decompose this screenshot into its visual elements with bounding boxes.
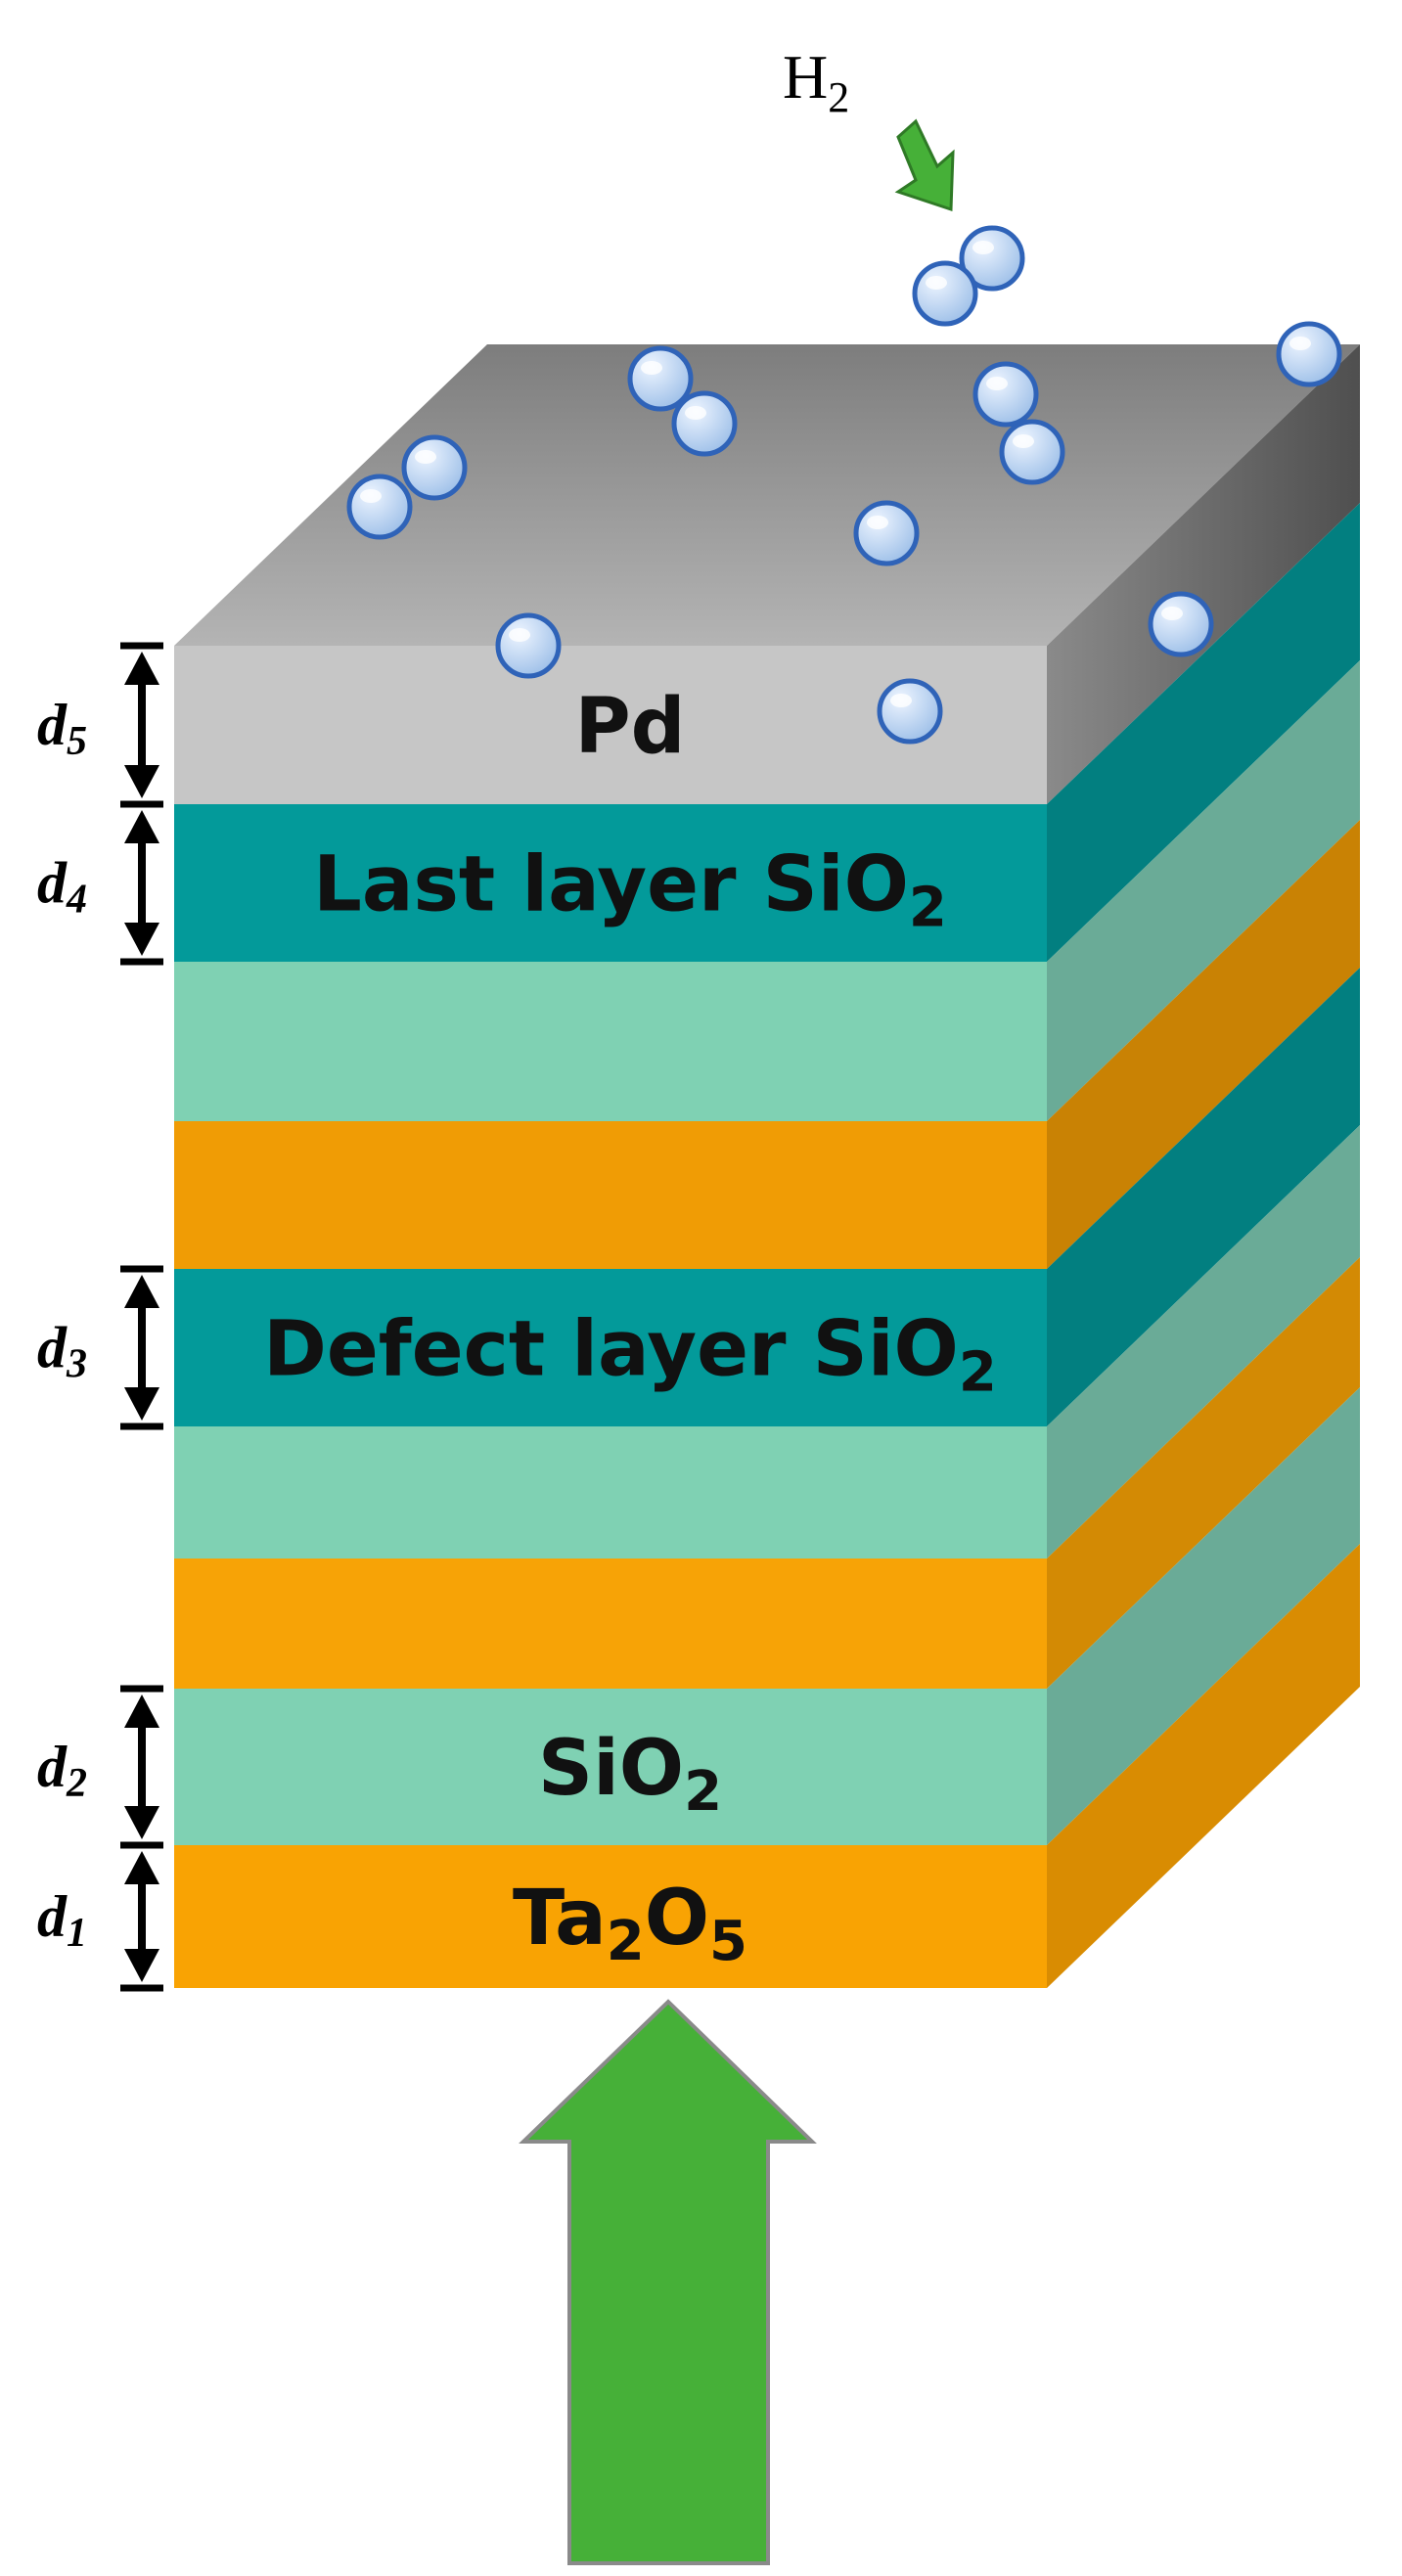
bubble-highlight — [926, 276, 947, 290]
layer-side-face — [1047, 344, 1360, 804]
layer-sio2-a — [174, 660, 1360, 1121]
arrowhead-up-icon — [124, 1695, 159, 1728]
bubble-highlight — [1013, 434, 1034, 448]
hydrogen-atom-icon — [1148, 591, 1214, 657]
hydrogen-atom-icon — [495, 612, 562, 679]
dimension-d2: d2 — [37, 1685, 163, 1849]
bubble-highlight — [685, 406, 706, 420]
dimension-label: d1 — [37, 1884, 87, 1956]
layer-side-face — [1047, 503, 1360, 962]
layer-front-face — [174, 804, 1047, 962]
layer-label: SiO2 — [538, 1725, 722, 1824]
hydrogen-atom-icon — [627, 345, 694, 412]
arrowhead-up-icon — [124, 1851, 159, 1884]
arrowhead-down-icon — [124, 923, 159, 956]
dimension-label: d4 — [37, 851, 87, 923]
layer-front-face — [174, 1121, 1047, 1269]
layer-front-face — [174, 962, 1047, 1121]
layer-label: Ta2O5 — [513, 1875, 747, 1973]
up-arrow-icon — [519, 1999, 817, 2565]
dimension-d4: d4 — [37, 800, 163, 966]
bubble-shape — [912, 260, 978, 327]
bubble-shape — [999, 419, 1065, 485]
arrowhead-down-icon — [124, 1949, 159, 1982]
layer-front-face — [174, 1689, 1047, 1845]
bubble-highlight — [1289, 337, 1311, 350]
down-right-arrow-icon — [894, 118, 955, 212]
layer-ta2o5-a — [174, 820, 1360, 1269]
arrowhead-down-icon — [124, 1387, 159, 1421]
dimension-label: d5 — [37, 693, 87, 764]
hydrogen-atom-icon — [346, 474, 413, 540]
thickness-dimensions: d5 d4 d3 d2 d1 — [37, 642, 163, 1992]
bubble-shape — [972, 361, 1039, 428]
dimension-label: d2 — [37, 1735, 87, 1806]
bubble-highlight — [867, 516, 888, 529]
layer-side-face — [1047, 1544, 1360, 1988]
layer-front-face — [174, 1845, 1047, 1988]
layer-defect-sio2: Defect layer SiO2 — [174, 968, 1360, 1426]
bubble-shape — [1148, 591, 1214, 657]
layer-front-face — [174, 1559, 1047, 1689]
hydrogen-molecules — [346, 225, 1342, 745]
bubble-highlight — [986, 377, 1008, 390]
dimension-d1: d1 — [37, 1841, 163, 1992]
dimension-label: d3 — [37, 1316, 87, 1387]
hydrogen-atom-icon — [972, 361, 1039, 428]
layer-side-face — [1047, 1387, 1360, 1845]
hydrogen-atom-icon — [877, 678, 943, 745]
bubble-shape — [346, 474, 413, 540]
bubble-shape — [671, 390, 738, 457]
bubble-highlight — [890, 694, 912, 707]
arrows — [519, 118, 955, 2565]
pd-top-face — [174, 344, 1360, 646]
hydrogen-atom-icon — [999, 419, 1065, 485]
bubble-shape — [1276, 321, 1342, 387]
layer-label: Last layer SiO2 — [313, 841, 947, 940]
bubble-highlight — [972, 241, 994, 254]
bubble-highlight — [509, 628, 530, 642]
bubble-highlight — [641, 361, 662, 375]
bubble-highlight — [360, 489, 382, 503]
layer-ta2o5-c: Ta2O5 — [174, 1544, 1360, 1988]
bubble-shape — [853, 500, 920, 566]
layer-side-face — [1047, 820, 1360, 1269]
h2-label: H2 — [783, 42, 849, 121]
hydrogen-atom-icon — [853, 500, 920, 566]
layer-ta2o5-b — [174, 1257, 1360, 1689]
bubble-shape — [627, 345, 694, 412]
layer-label: Pd — [574, 683, 685, 771]
layer-sio2-b — [174, 1125, 1360, 1559]
layer-front-face — [174, 1269, 1047, 1426]
arrowhead-up-icon — [124, 810, 159, 843]
dimension-d5: d5 — [37, 642, 163, 808]
arrowhead-up-icon — [124, 1275, 159, 1308]
bubble-shape — [401, 434, 468, 501]
hydrogen-atom-icon — [401, 434, 468, 501]
hydrogen-atom-icon — [912, 260, 978, 327]
layer-label: Defect layer SiO2 — [263, 1306, 997, 1405]
hydrogen-atom-icon — [671, 390, 738, 457]
layer-front-face — [174, 1426, 1047, 1559]
bubble-highlight — [1161, 607, 1183, 620]
layer-side-face — [1047, 968, 1360, 1426]
arrowhead-down-icon — [124, 1806, 159, 1839]
hydrogen-atom-icon — [1276, 321, 1342, 387]
arrowhead-up-icon — [124, 652, 159, 685]
bubble-shape — [495, 612, 562, 679]
hydrogen-atom-icon — [959, 225, 1025, 292]
bubble-highlight — [415, 450, 436, 464]
layer-last-sio2: Last layer SiO2 — [174, 503, 1360, 962]
layer-sio2-c: SiO2 — [174, 1387, 1360, 1845]
bubble-shape — [877, 678, 943, 745]
layer-side-face — [1047, 1257, 1360, 1689]
dimension-d3: d3 — [37, 1265, 163, 1430]
gas-label: H2 — [783, 42, 849, 121]
layer-side-face — [1047, 660, 1360, 1121]
arrowhead-down-icon — [124, 765, 159, 798]
layer-side-face — [1047, 1125, 1360, 1559]
